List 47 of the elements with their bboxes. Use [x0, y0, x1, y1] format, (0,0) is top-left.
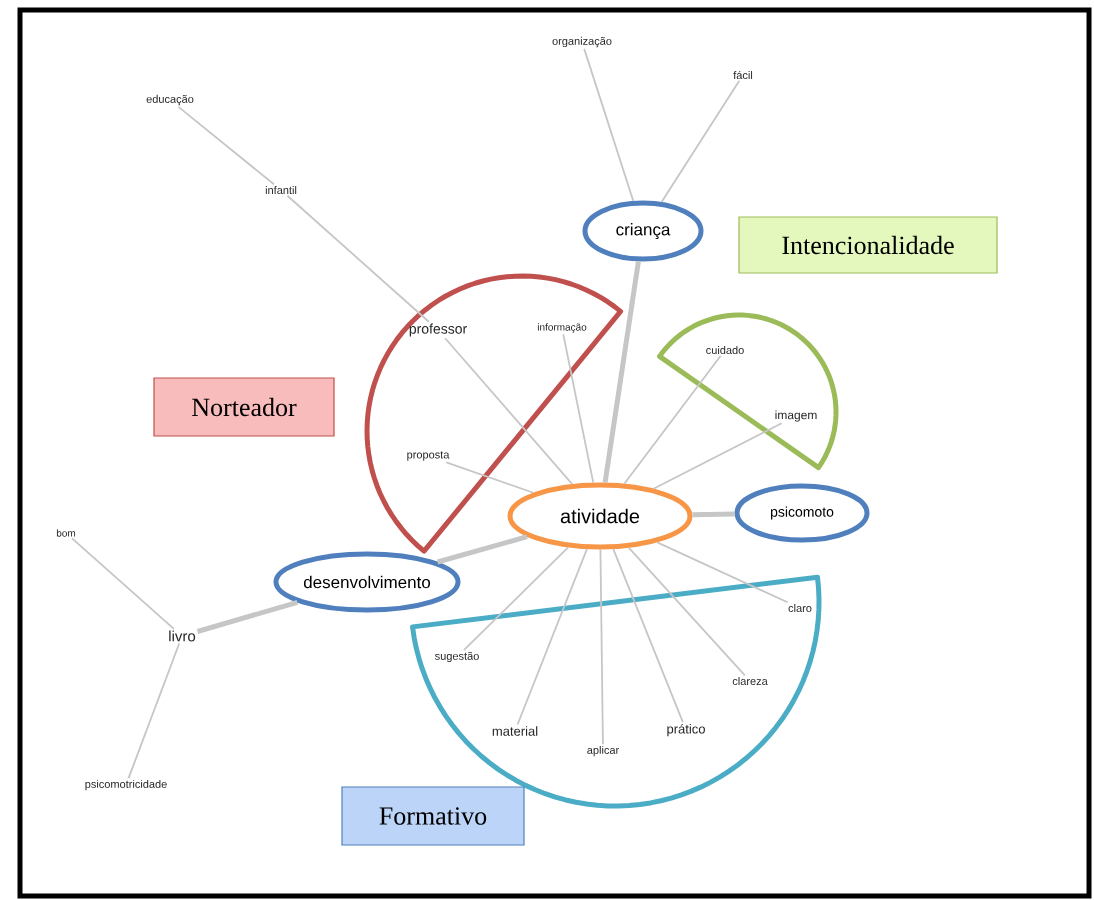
connector-line [516, 548, 588, 726]
category-box: Intencionalidade [738, 216, 998, 274]
connector-line [602, 261, 641, 483]
connector-line [612, 548, 684, 724]
word-label: cuidado [706, 345, 744, 355]
connector-line [436, 534, 528, 565]
connector-line [623, 354, 722, 485]
word-label: infantil [265, 185, 297, 195]
connector-line [692, 511, 735, 518]
category-box: Norteador [153, 377, 335, 437]
word-label: educação [146, 94, 194, 106]
highlighted-word: psicomoto [734, 483, 870, 543]
word-label: livro [169, 630, 196, 642]
connector-line [562, 333, 595, 484]
word-label: informação [537, 323, 587, 333]
word-label: prático [667, 723, 705, 737]
word-label: material [492, 726, 538, 736]
connector-line [196, 599, 299, 634]
highlight-segment [657, 312, 839, 471]
word-label: imagem [775, 410, 817, 422]
category-box: Formativo [341, 786, 525, 846]
connector-line [656, 541, 789, 604]
word-label: sugestão [435, 651, 479, 663]
word-label: bom [56, 529, 76, 537]
highlighted-word: desenvolvimento [273, 551, 461, 613]
connector-line [444, 337, 574, 485]
connector-line [583, 47, 635, 202]
connector-line [445, 461, 535, 494]
word-label: psicomotricidade [85, 779, 167, 791]
word-label: fácil [733, 70, 753, 80]
word-label: proposta [407, 451, 450, 461]
connector-line [660, 79, 741, 203]
word-label: professor [409, 323, 467, 337]
word-label: clareza [732, 676, 768, 686]
connector-line [127, 642, 181, 780]
connector-line [628, 546, 746, 677]
highlighted-word: criança [582, 200, 704, 262]
connector-line [652, 422, 783, 490]
highlighted-word: atividade [507, 482, 693, 550]
connector-line [71, 537, 175, 630]
connector-line [463, 546, 569, 652]
connector-line [599, 548, 604, 746]
word-label: aplicar [587, 745, 619, 757]
word-label: organização [552, 36, 612, 48]
connector-line [286, 194, 430, 323]
word-label: claro [788, 603, 812, 613]
connector-line [177, 105, 275, 186]
